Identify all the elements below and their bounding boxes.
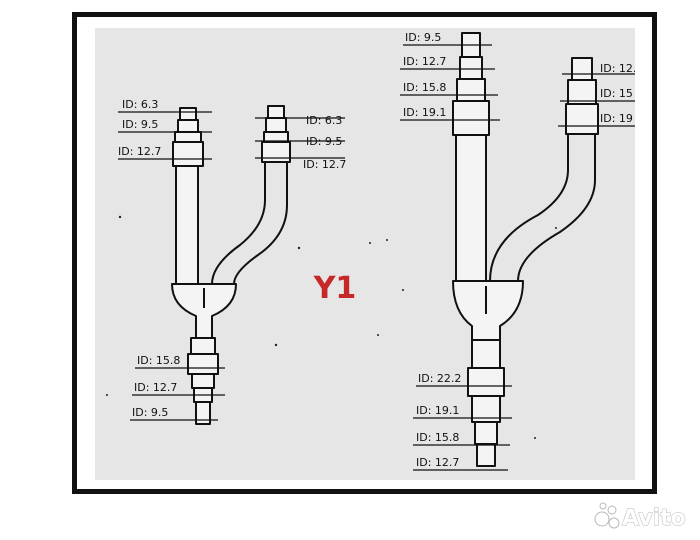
large-inlet-1-label-1: ID: 9.5 — [405, 31, 441, 44]
large-inlet-2-label-1: ID: 12. — [600, 62, 636, 75]
large-outlet-step-4 — [474, 421, 498, 445]
center-label: Y1 — [313, 271, 357, 306]
large-inlet-2-step-2 — [567, 79, 597, 105]
small-inlet-2-label-1: ID: 6.3 — [306, 114, 342, 127]
small-inlet-2-step-2 — [265, 117, 287, 133]
small-outlet-tip — [195, 401, 211, 425]
dimension-labels: ID: 6.3 ID: 9.5 ID: 12.7 ID: 6.3 ID: 9.5… — [118, 31, 636, 469]
large-outlet-step-1 — [471, 339, 501, 369]
large-inlet-1-label-3: ID: 15.8 — [403, 81, 446, 94]
large-inlet-1-step-2 — [459, 56, 483, 80]
large-inlet-2-label-3: ID: 19 — [600, 112, 633, 125]
avito-logo-icon — [594, 502, 620, 529]
small-y-branch — [171, 105, 291, 425]
scan-specks — [106, 215, 557, 439]
large-inlet-1-pipe — [455, 134, 487, 282]
small-outlet-label-1: ID: 15.8 — [137, 354, 180, 367]
small-inlet-2-label-3: ID: 12.7 — [303, 158, 346, 171]
small-inlet-1-socket — [172, 141, 204, 167]
small-outlet-step-3 — [191, 373, 215, 389]
large-outlet-label-2: ID: 19.1 — [416, 404, 459, 417]
small-inlet-2-step-1 — [267, 105, 285, 119]
small-inlet-1-label-2: ID: 9.5 — [122, 118, 158, 131]
large-branch-curve-inner — [517, 134, 596, 282]
small-outlet-step-2 — [187, 353, 219, 375]
watermark-text: Avito — [622, 506, 686, 531]
small-inlet-1-collar — [174, 131, 202, 143]
large-inlet-1-label-4: ID: 19.1 — [403, 106, 446, 119]
large-outlet-label-3: ID: 15.8 — [416, 431, 459, 444]
small-inlet-1-label-1: ID: 6.3 — [122, 98, 158, 111]
large-outlet-tip — [476, 443, 496, 467]
small-inlet-1-step-2 — [177, 119, 199, 133]
small-inlet-2-label-2: ID: 9.5 — [306, 135, 342, 148]
large-y-branch — [452, 32, 599, 467]
small-outlet-label-2: ID: 12.7 — [134, 381, 177, 394]
small-inlet-1-step-1 — [179, 107, 197, 121]
large-inlet-1-step-3 — [456, 78, 486, 102]
small-branch-curve-outer — [211, 162, 266, 285]
small-outlet-step-1 — [190, 337, 216, 355]
large-outlet-label-4: ID: 12.7 — [416, 456, 459, 469]
large-inlet-2-step-1 — [571, 57, 593, 81]
small-inlet-2-socket — [261, 141, 291, 163]
small-branch-curve-inner — [233, 162, 288, 285]
large-branch-curve-outer — [489, 134, 569, 282]
avito-watermark: Avito — [594, 502, 686, 532]
large-inlet-2-socket — [565, 103, 599, 135]
dimension-lines — [118, 44, 635, 471]
large-inlet-2-label-2: ID: 15 — [600, 87, 633, 100]
small-outlet-label-3: ID: 9.5 — [132, 406, 168, 419]
large-y-body — [452, 280, 524, 341]
small-inlet-1-label-3: ID: 12.7 — [118, 145, 161, 158]
large-outlet-label-1: ID: 22.2 — [418, 372, 461, 385]
large-inlet-1-label-2: ID: 12.7 — [403, 55, 446, 68]
small-inlet-1-pipe — [175, 165, 199, 285]
large-outlet-step-2 — [467, 367, 505, 397]
large-inlet-1-socket — [452, 100, 490, 136]
